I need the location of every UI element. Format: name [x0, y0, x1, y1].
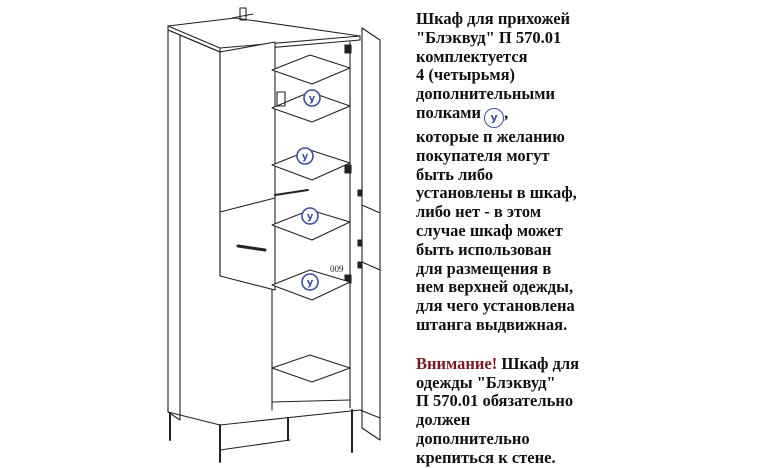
shelf-marker-label: у	[307, 212, 314, 223]
desc-line: комплектуется	[416, 46, 528, 66]
shelf-marker-icon: у	[303, 89, 321, 107]
notice-line: должен	[416, 410, 471, 430]
top-bracket	[239, 7, 247, 21]
desc-line: которые п желанию	[416, 126, 565, 146]
extra-shelf-3	[271, 209, 351, 241]
desc-line: штанга выдвижная.	[416, 314, 568, 334]
shelf-marker-label: у	[307, 278, 314, 289]
desc-line: "Блэквуд" П 570.01	[416, 27, 562, 47]
notice-text: Шкаф для	[497, 353, 580, 373]
extra-shelf-1	[271, 91, 351, 123]
fixed-shelf-bottom	[271, 354, 351, 383]
desc-line: покупателя могут	[416, 145, 550, 165]
notice-line: крепиться к стене.	[416, 447, 556, 467]
shelf-marker-label: у	[302, 152, 309, 163]
warning-label: Внимание!	[416, 353, 498, 373]
left-side-panel	[167, 29, 181, 421]
right-door	[361, 27, 381, 441]
desc-line: случае шкаф может	[416, 220, 563, 240]
shelf-marker-icon: у	[296, 147, 314, 165]
base-frame	[167, 409, 381, 426]
notice-line: П 570.01 обязательно	[416, 391, 574, 411]
notice-line: Внимание! Шкаф для	[416, 353, 752, 374]
desc-line: нем верхней одежды,	[416, 277, 574, 297]
paragraph-gap	[416, 335, 752, 355]
desc-line: быть либо	[416, 164, 494, 184]
description-text: Шкаф для прихожей "Блэквуд" П 570.01 ком…	[416, 9, 752, 468]
shelf-marker-icon: у	[301, 273, 319, 291]
desc-line: либо нет - в этом	[416, 202, 542, 222]
hinge-icons	[344, 44, 363, 284]
desc-line: для чего установлена	[416, 296, 575, 316]
left-door-handle	[236, 244, 267, 252]
desc-text: ,	[504, 102, 509, 122]
left-door	[219, 41, 276, 291]
left-bracket	[276, 91, 286, 107]
part-number: 009	[330, 264, 344, 274]
hanging-rod	[274, 189, 309, 196]
desc-text: полками	[416, 102, 482, 122]
cabinet-drawing: 009 у у у у	[167, 7, 381, 463]
shelf-markers: у у у у	[296, 89, 321, 291]
notice-line: одежды "Блэквуд"	[416, 372, 556, 392]
notice-line: дополнительно	[416, 428, 530, 448]
desc-line: для размещения в	[416, 258, 552, 278]
shelf-marker-icon: у	[301, 207, 319, 225]
desc-line: 4 (четырьмя)	[416, 65, 516, 85]
shelf-marker-icon: у	[484, 107, 505, 128]
desc-line: дополнительными	[416, 84, 555, 104]
desc-line: Шкаф для прихожей	[416, 9, 571, 28]
desc-line: установлены в шкаф,	[416, 183, 577, 203]
shelf-marker-label: у	[309, 94, 316, 105]
desc-line: быть использован	[416, 239, 552, 259]
fixed-shelf-top	[271, 54, 351, 85]
